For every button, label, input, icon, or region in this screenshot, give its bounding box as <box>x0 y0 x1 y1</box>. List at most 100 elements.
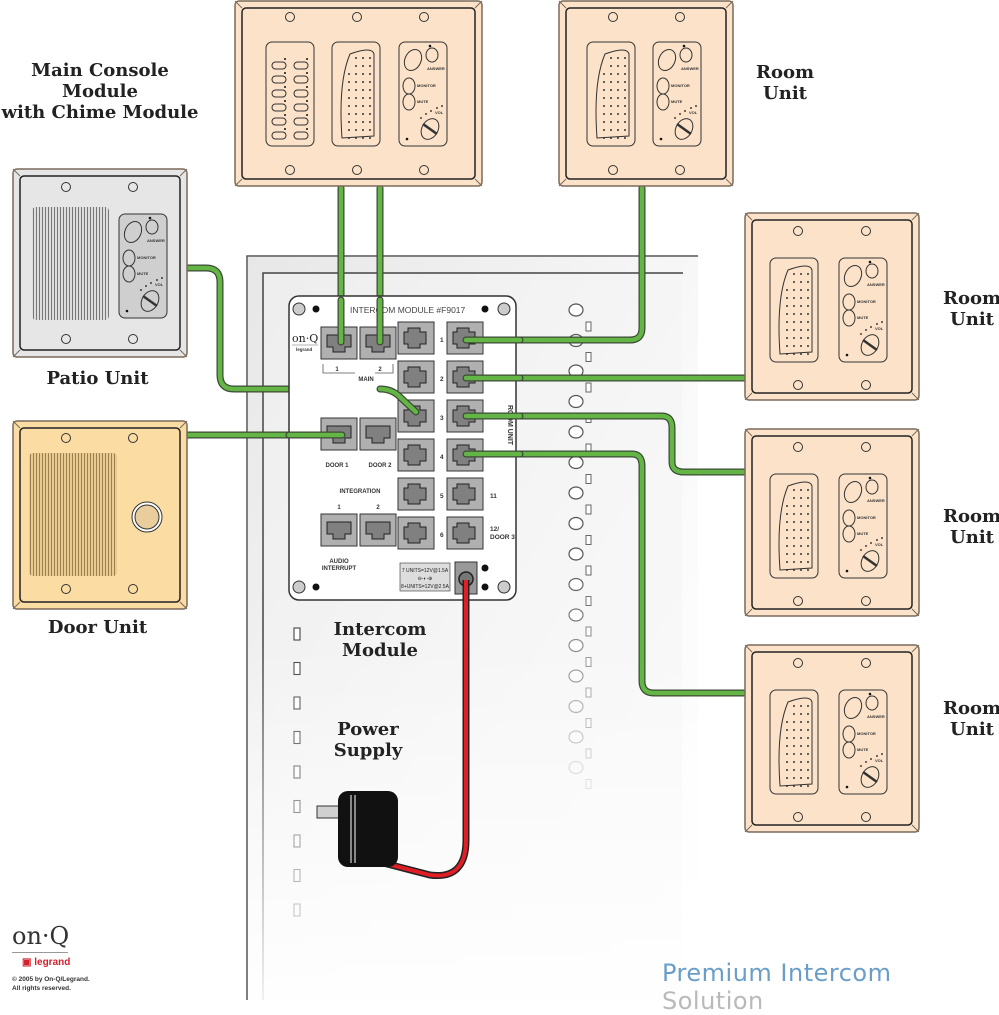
port-socket <box>452 522 476 544</box>
speaker-hole <box>610 137 612 139</box>
answer-button[interactable] <box>865 479 879 495</box>
speaker-bezel <box>769 257 819 363</box>
port-room-left-2[interactable] <box>397 360 435 394</box>
chime-button[interactable] <box>271 61 287 70</box>
speaker-hole <box>793 329 795 331</box>
speaker-hole <box>369 65 371 67</box>
speaker-hole <box>610 105 612 107</box>
volume-tick <box>161 277 163 279</box>
chime-button[interactable] <box>271 89 287 98</box>
speaker-hole <box>786 521 788 523</box>
chime-button[interactable] <box>293 117 309 126</box>
talk-button[interactable] <box>655 47 679 74</box>
speaker-hole <box>786 729 788 731</box>
indicator-led <box>125 309 129 313</box>
talk-button[interactable] <box>121 219 145 246</box>
chime-led <box>306 58 308 60</box>
speaker-hole <box>617 137 619 139</box>
mute-label: MUTE <box>857 315 869 320</box>
chime-button[interactable] <box>271 75 287 84</box>
port-room-right-2[interactable] <box>446 360 484 394</box>
speaker-hole <box>807 777 809 779</box>
answer-button[interactable] <box>679 47 693 63</box>
control-panel <box>838 689 888 795</box>
speaker-hole <box>800 497 802 499</box>
door-unit[interactable] <box>12 420 188 610</box>
volume-tick <box>870 326 872 328</box>
speaker-hole <box>362 137 364 139</box>
intercom-module-label: Intercom Module <box>320 619 440 661</box>
port-room-left-5[interactable] <box>397 477 435 511</box>
speaker-bezel <box>586 41 636 147</box>
speaker-hole <box>786 529 788 531</box>
talk-button[interactable] <box>401 47 425 74</box>
chime-button[interactable] <box>271 103 287 112</box>
audio-interrupt-label-2: INTERRUPT <box>322 566 357 572</box>
answer-button[interactable] <box>865 263 879 279</box>
mute-button[interactable] <box>842 309 856 327</box>
chime-button[interactable] <box>293 103 309 112</box>
speaker-hole <box>355 89 357 91</box>
chime-button[interactable] <box>293 61 309 70</box>
chime-button[interactable] <box>293 131 309 140</box>
speaker-hole <box>800 553 802 555</box>
talk-button[interactable] <box>841 263 865 290</box>
volume-tick <box>425 113 427 115</box>
mute-button[interactable] <box>122 265 136 283</box>
chime-button[interactable] <box>271 131 287 140</box>
port-room-right-6[interactable] <box>446 516 484 550</box>
mute-button[interactable] <box>842 525 856 543</box>
speaker-hole <box>807 785 809 787</box>
power-supply-adapter[interactable] <box>316 791 398 867</box>
chime-button[interactable] <box>293 75 309 84</box>
port-socket <box>403 405 427 427</box>
speaker-hole <box>786 569 788 571</box>
talk-button[interactable] <box>841 695 865 722</box>
answer-button[interactable] <box>145 219 159 235</box>
speaker-hole <box>603 129 605 131</box>
mute-button[interactable] <box>842 741 856 759</box>
port-door-2[interactable] <box>359 417 397 451</box>
speaker-hole <box>807 537 809 539</box>
speaker-hole <box>617 113 619 115</box>
port-room-left-3[interactable] <box>397 399 435 433</box>
faceplate-bevel <box>744 644 753 653</box>
mute-button[interactable] <box>656 93 670 111</box>
chime-button[interactable] <box>293 89 309 98</box>
port-room-left-1[interactable] <box>397 321 435 355</box>
speaker-hole <box>800 729 802 731</box>
screw-icon <box>419 12 429 22</box>
speaker-hole <box>624 137 626 139</box>
enclosure-slot <box>585 352 592 362</box>
speaker-hole <box>807 529 809 531</box>
screw-icon <box>61 182 71 192</box>
answer-button[interactable] <box>425 47 439 63</box>
mute-button[interactable] <box>402 93 416 111</box>
speaker-hole <box>793 745 795 747</box>
port-room-left-6[interactable] <box>397 516 435 550</box>
volume-tick <box>430 110 432 112</box>
speaker-hole <box>610 57 612 59</box>
speaker-hole <box>793 353 795 355</box>
enclosure-slots-left <box>293 627 301 917</box>
speaker-hole <box>617 73 619 75</box>
talk-button[interactable] <box>841 479 865 506</box>
doorbell-button[interactable] <box>134 504 160 530</box>
enclosure-hole <box>568 455 584 470</box>
answer-button[interactable] <box>865 695 879 711</box>
speaker-hole <box>786 777 788 779</box>
port-room-left-4[interactable] <box>397 438 435 472</box>
enclosure-slot <box>293 627 301 641</box>
chime-button[interactable] <box>271 117 287 126</box>
port-integration-2[interactable] <box>359 513 397 547</box>
port-integration-1[interactable] <box>320 513 358 547</box>
port-room-right-5[interactable] <box>446 477 484 511</box>
speaker-hole <box>800 289 802 291</box>
enclosure-slot <box>585 779 592 789</box>
